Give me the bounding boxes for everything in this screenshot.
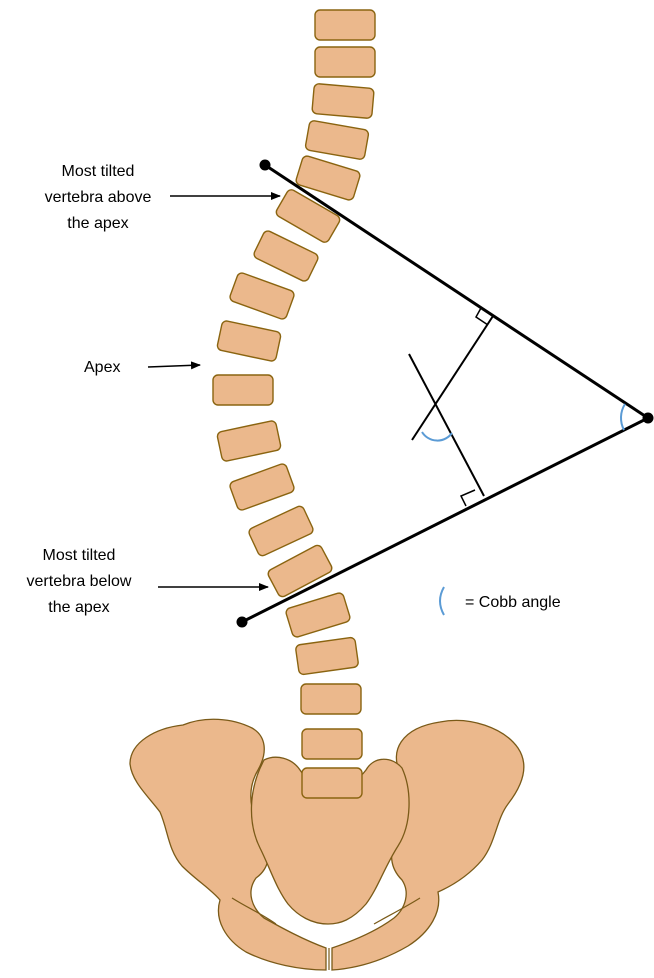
vertebra (301, 684, 361, 714)
spine (213, 10, 375, 798)
vertebra-most-tilted-above (275, 188, 342, 244)
vertebra (312, 83, 374, 118)
vertebra (295, 155, 361, 201)
vertebra-apex (213, 375, 273, 405)
label-apex: Apex (84, 359, 120, 376)
label-bottom-line-1: Most tilted (43, 547, 116, 564)
vertebra (295, 637, 359, 675)
vertebra (315, 10, 375, 40)
lines-intersection-point (643, 413, 654, 424)
vertebra (315, 47, 375, 77)
label-top-line-2: vertebra above (45, 189, 152, 206)
label-bottom-line-3: the apex (48, 599, 109, 616)
vertebra-most-tilted-below (266, 544, 333, 599)
vertebra (217, 320, 282, 362)
label-top-line-1: Most tilted (62, 163, 135, 180)
cobb-angle-arc-apex (621, 404, 625, 430)
upper-perpendicular (412, 316, 493, 440)
legend-arc-icon (440, 587, 444, 615)
vertebra (252, 229, 319, 282)
pointer-arrow-apex (148, 365, 200, 367)
vertebra (302, 729, 362, 759)
vertebra (247, 505, 314, 558)
legend-cobb-angle: = Cobb angle (465, 594, 561, 611)
label-top-line-3: the apex (67, 215, 128, 232)
vertebra (302, 768, 362, 798)
right-angle-mark-lower (461, 490, 475, 506)
cobb-angle-arc-perpendiculars (422, 432, 452, 441)
upper-line-endpoint (260, 160, 271, 171)
lower-perpendicular (409, 354, 484, 496)
lower-line-endpoint (237, 617, 248, 628)
annotations: Most tilted vertebra above the apex Apex… (27, 163, 561, 616)
vertebra (305, 120, 369, 160)
vertebra (285, 592, 351, 638)
label-bottom-line-2: vertebra below (27, 573, 132, 590)
vertebra (229, 272, 296, 321)
vertebra (217, 420, 282, 462)
vertebra (229, 463, 296, 512)
upper-endplate-line (265, 165, 648, 418)
